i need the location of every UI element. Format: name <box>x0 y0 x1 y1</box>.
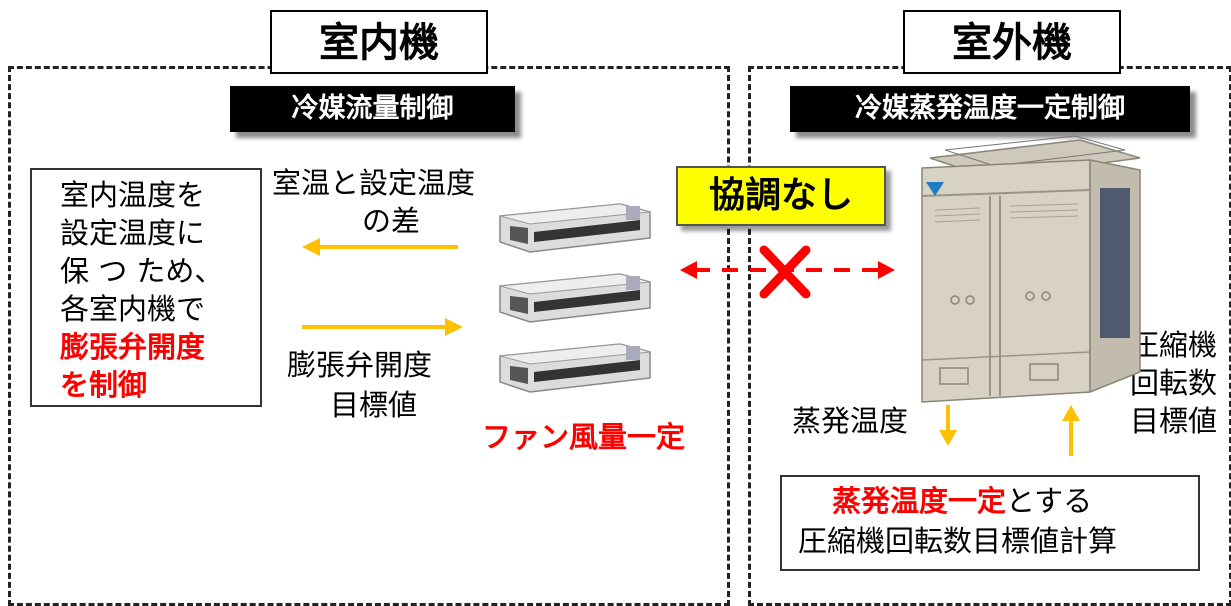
compressor-calc-rest: とする <box>1006 484 1093 518</box>
compressor-target-line2: 回転数 <box>1130 366 1218 400</box>
valve-target-label-line1: 膨張弁開度 <box>287 348 433 382</box>
indoor-desc-line1: 室内温度を <box>60 178 206 212</box>
indoor-desc-line6: を制御 <box>60 368 148 402</box>
fan-constant-note: ファン風量一定 <box>482 420 686 454</box>
temp-diff-label-line2: の差 <box>362 204 421 238</box>
temp-diff-label-line1: 室温と設定温度 <box>272 166 476 200</box>
compressor-target-line1: 圧縮機 <box>1130 328 1218 362</box>
indoor-description-box <box>30 168 262 407</box>
temp-diff-arrow <box>302 238 458 256</box>
outdoor-unit-icon <box>921 135 1141 403</box>
evaporation-down-arrow <box>939 405 957 446</box>
no-coordination-label: 協調なし <box>676 166 886 226</box>
indoor-desc-line2: 設定温度に <box>60 216 206 250</box>
indoor-title: 室内機 <box>270 10 488 74</box>
valve-target-arrow <box>302 318 463 336</box>
indoor-desc-line5: 膨張弁開度 <box>60 330 206 364</box>
outdoor-title: 室外機 <box>903 10 1121 74</box>
compressor-calc-box <box>780 475 1200 571</box>
cross-icon <box>759 245 811 299</box>
compressor-up-arrow <box>1062 405 1080 456</box>
compressor-target-line3: 目標値 <box>1130 404 1218 438</box>
indoor-control-label: 冷媒流量制御 <box>230 86 515 132</box>
indoor-desc-line4: 各室内機で <box>60 292 206 326</box>
compressor-calc-line2: 圧縮機回転数目標値計算 <box>798 524 1118 558</box>
indoor-unit-icon <box>499 203 651 393</box>
compressor-calc-line1: 蒸発温度一定とする <box>832 482 1092 520</box>
compressor-calc-red: 蒸発温度一定 <box>832 484 1007 518</box>
outdoor-control-label: 冷媒蒸発温度一定制御 <box>790 86 1190 132</box>
valve-target-label-line2: 目標値 <box>330 388 418 422</box>
indoor-desc-line3: 保 つ ため、 <box>60 254 224 288</box>
evaporation-temp-label: 蒸発温度 <box>792 404 909 438</box>
